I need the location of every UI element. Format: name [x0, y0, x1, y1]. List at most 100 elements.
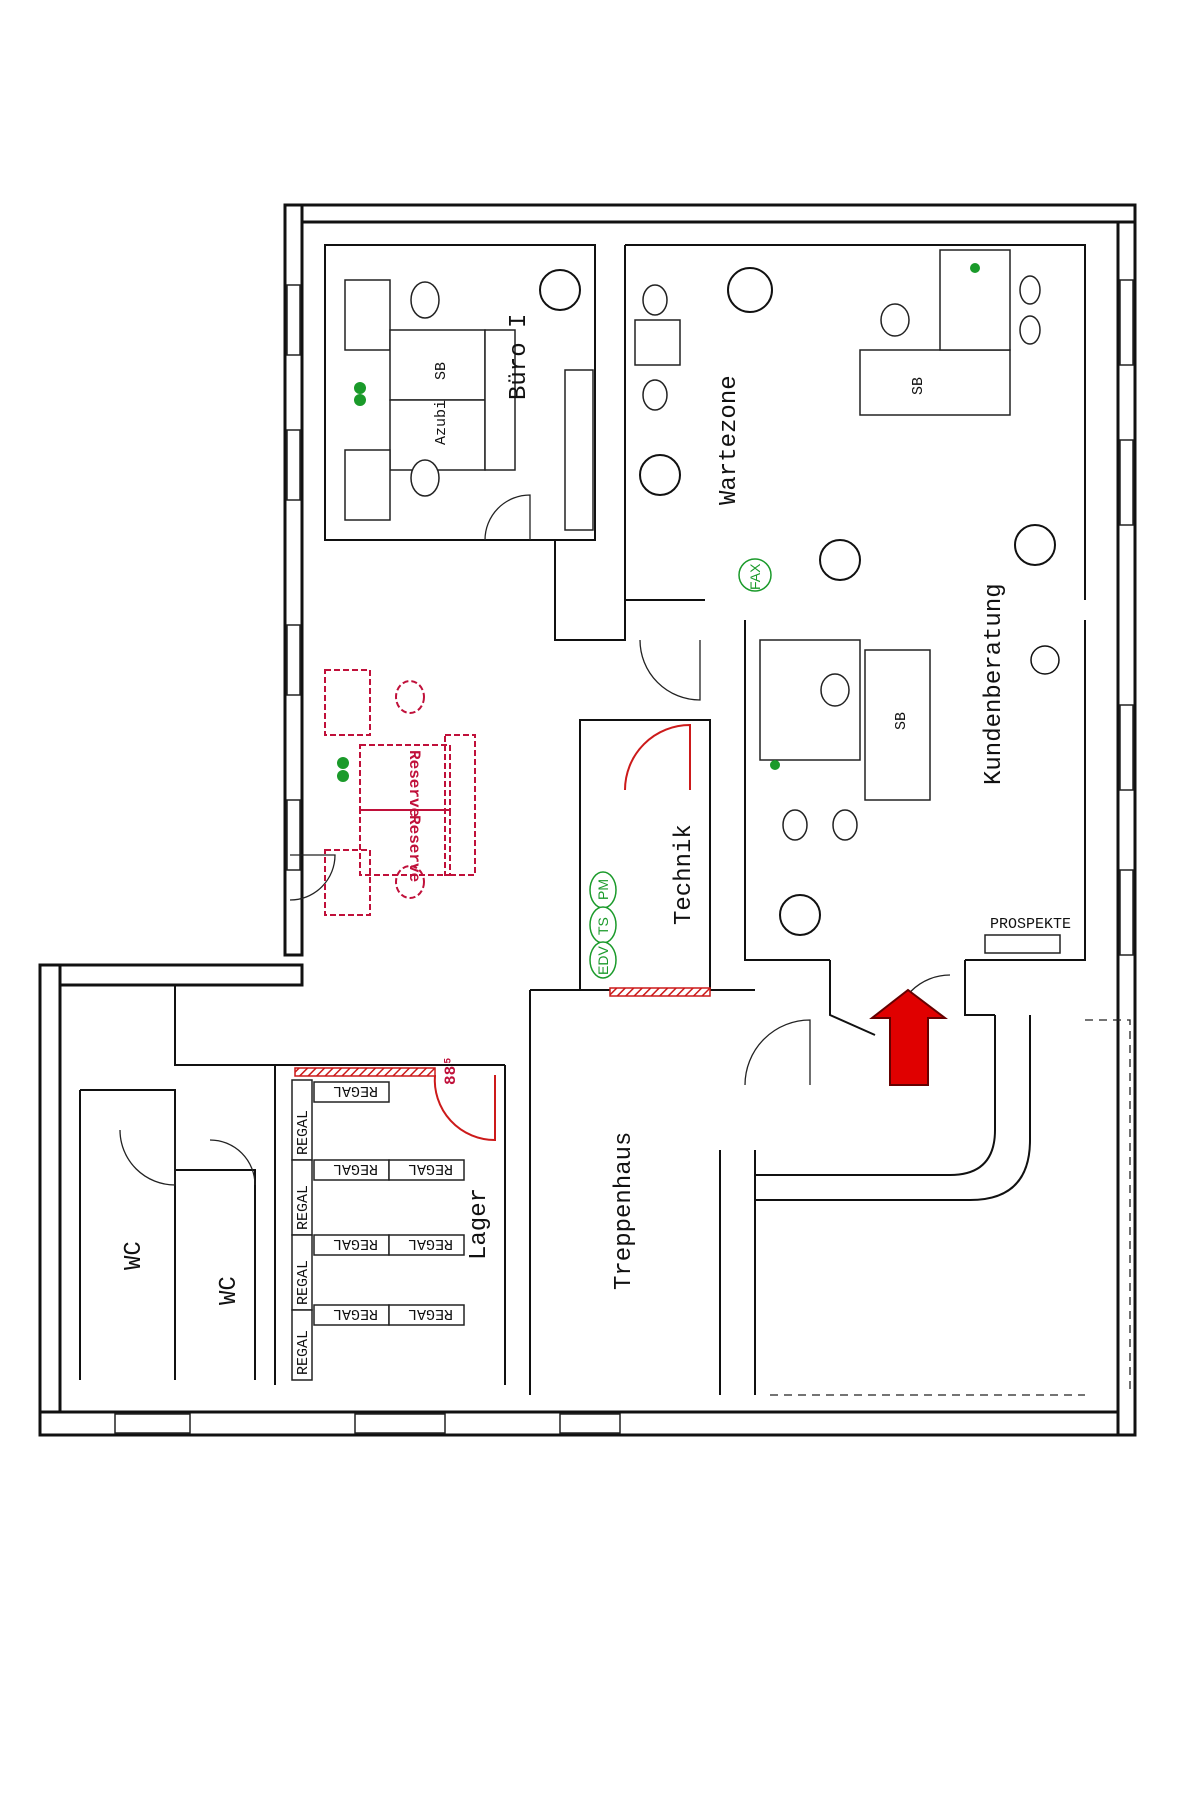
desk-sb-mid: [864, 649, 931, 801]
door-lager[interactable]: [433, 1074, 496, 1142]
door-wc2[interactable]: [209, 1139, 256, 1186]
window: [1119, 279, 1134, 366]
shelf-label: REGAL: [333, 1305, 378, 1322]
hatched-wall-technik: [609, 987, 711, 997]
corridor-wall: [554, 540, 626, 641]
hatched-wall-lager: [294, 1067, 436, 1077]
outer-wall-left: [283, 203, 304, 957]
room-label-lager: Lager: [466, 1188, 493, 1260]
window: [114, 1413, 191, 1434]
side-table: [484, 329, 516, 471]
door-technik[interactable]: [624, 723, 691, 791]
chair: [832, 809, 858, 841]
shelf-label: REGAL: [295, 1260, 312, 1305]
network-outlet: [354, 382, 366, 394]
reserve-side: [444, 734, 476, 876]
room-label-kundenberatung: Kundenberatung: [981, 583, 1008, 785]
buero-walls: [324, 244, 596, 541]
room-label-treppenhaus: Treppenhaus: [611, 1132, 638, 1290]
network-outlet: [970, 263, 980, 273]
door-wartezone[interactable]: [639, 639, 701, 701]
plant-icon: [1014, 524, 1056, 566]
shelf-label: REGAL: [295, 1185, 312, 1230]
reserve-label-2: Reserve: [405, 815, 423, 882]
entrance-arrow-icon: [869, 988, 948, 1086]
chair: [410, 281, 440, 319]
chair: [820, 673, 850, 707]
reserve-chair: [395, 865, 425, 899]
plant-icon: [819, 539, 861, 581]
plant-icon: [539, 269, 581, 311]
window: [286, 624, 301, 696]
fax-label: FAX: [747, 563, 763, 590]
prospekte-label: PROSPEKTE: [990, 916, 1071, 933]
window: [1119, 439, 1134, 526]
exterior-dashed: [770, 1019, 1131, 1396]
chair: [782, 809, 808, 841]
network-outlet: [354, 394, 366, 406]
windows-bottom: [114, 1413, 621, 1434]
door-wc1[interactable]: [119, 1129, 176, 1186]
door-buero[interactable]: [484, 494, 531, 541]
treppenhaus-walls: [530, 989, 756, 1395]
desk-label-azubi: Azubi: [433, 400, 450, 445]
outer-wall-step: [58, 963, 304, 987]
shelf-label: REGAL: [295, 1330, 312, 1375]
room-label-wc1: WC: [121, 1241, 148, 1270]
window: [1119, 869, 1134, 956]
room-label-wc2: WC: [216, 1276, 243, 1305]
ts-label: TS: [595, 917, 611, 935]
shelf-label: REGAL: [295, 1110, 312, 1155]
pm-label: PM: [595, 879, 611, 900]
coffee-table: [634, 319, 681, 366]
reserve-desk: [324, 669, 371, 736]
desk: [344, 449, 391, 521]
door-treppenhaus[interactable]: [744, 1019, 811, 1086]
door-reserve[interactable]: [289, 854, 336, 901]
desk-azubi: [389, 399, 486, 471]
desk-sb-top: [859, 349, 1011, 416]
network-outlet: [337, 757, 349, 769]
desk-sb: [389, 329, 486, 401]
lager-shelves: [291, 1079, 465, 1381]
prospekte-rack: [984, 934, 1061, 954]
window: [559, 1413, 621, 1434]
window: [286, 429, 301, 501]
outer-wall-right: [1116, 220, 1137, 1437]
chair: [642, 379, 668, 411]
reserve-desk-1: [359, 744, 451, 811]
vestibule-wall: [829, 960, 995, 1036]
window: [286, 799, 301, 871]
window: [286, 284, 301, 356]
desk-label-sb-mid: SB: [893, 712, 910, 730]
shelf-label: REGAL: [408, 1305, 453, 1322]
chair: [1019, 275, 1041, 305]
desk-label-sb-buero: SB: [433, 362, 450, 380]
shelf-horizontal: [388, 1159, 465, 1181]
window: [1119, 704, 1134, 791]
chair: [642, 284, 668, 316]
shelf-label: REGAL: [333, 1235, 378, 1252]
wc-walls: [79, 1089, 256, 1380]
shelf-horizontal: [388, 1234, 465, 1256]
windows-left: [286, 284, 301, 871]
interior-walls: [79, 244, 1131, 1396]
shelf-horizontal: [388, 1304, 465, 1326]
edv-icon: [589, 941, 617, 979]
reserve-chair: [395, 680, 425, 714]
doors: [119, 494, 951, 1186]
entrance-stairs: [755, 1015, 1031, 1201]
network-outlet: [337, 770, 349, 782]
shelf-vertical: [291, 1309, 313, 1381]
fax-icon: [738, 558, 772, 592]
room-label-buero: Büro I: [506, 314, 533, 400]
room-label-wartezone: Wartezone: [716, 375, 743, 505]
lamp-icon: [1030, 645, 1060, 675]
room-label-technik: Technik: [671, 824, 698, 925]
desk: [344, 279, 391, 351]
outer-wall-lower-left: [38, 963, 62, 1414]
shelf-label: REGAL: [408, 1160, 453, 1177]
chair: [410, 459, 440, 497]
reserve-label-1: Reserve: [405, 750, 423, 817]
